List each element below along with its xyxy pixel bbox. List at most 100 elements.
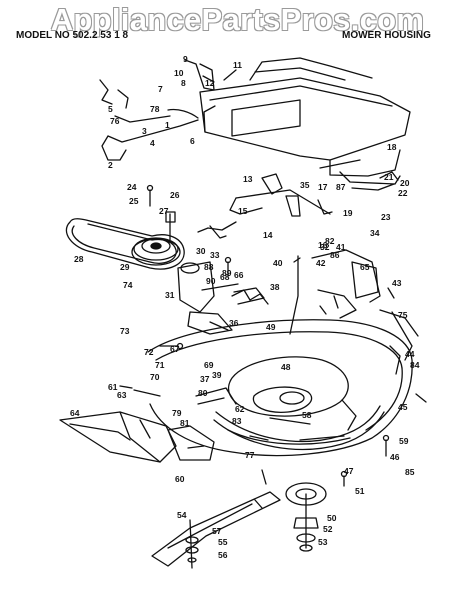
part-label-1: 1 [165, 120, 170, 130]
part-label-7: 7 [158, 84, 163, 94]
part-label-66: 66 [234, 270, 244, 280]
part-label-17: 17 [318, 182, 328, 192]
section-title: MOWER HOUSING [342, 30, 431, 41]
part-label-88: 88 [204, 262, 214, 272]
part-label-84: 84 [410, 360, 420, 370]
part-label-67: 67 [170, 344, 180, 354]
part-label-81: 81 [180, 418, 190, 428]
part-label-20: 20 [400, 178, 410, 188]
part-label-35: 35 [300, 180, 310, 190]
part-label-39: 39 [212, 370, 222, 380]
part-label-77: 77 [245, 450, 255, 460]
part-label-2: 2 [108, 160, 113, 170]
model-number: MODEL NO 502.2 53 1 8 [16, 30, 129, 41]
part-label-30: 30 [196, 246, 206, 256]
part-label-83: 83 [232, 416, 242, 426]
part-label-79: 79 [172, 408, 182, 418]
mower-deck [147, 319, 413, 457]
part-label-63: 63 [117, 390, 127, 400]
part-label-52: 52 [323, 524, 333, 534]
part-label-54: 54 [177, 510, 187, 520]
rod-assembly [197, 171, 399, 239]
part-label-14: 14 [263, 230, 273, 240]
part-label-58: 58 [302, 410, 312, 420]
part-label-71: 71 [155, 360, 165, 370]
part-label-28: 28 [74, 254, 84, 264]
part-label-12: 12 [205, 78, 215, 88]
part-label-41: 41 [336, 242, 346, 252]
part-label-61: 61 [108, 382, 118, 392]
part-label-90: 90 [206, 276, 216, 286]
part-label-57: 57 [212, 526, 222, 536]
hardware-bolts [119, 184, 427, 487]
part-label-33: 33 [210, 250, 220, 260]
part-label-6: 6 [190, 136, 195, 146]
part-label-78: 78 [150, 104, 160, 114]
part-label-42: 42 [316, 258, 326, 268]
part-label-31: 31 [165, 290, 175, 300]
part-label-75: 75 [398, 310, 408, 320]
part-label-15: 15 [238, 206, 248, 216]
blade-spindle [151, 482, 327, 569]
part-label-43: 43 [392, 278, 402, 288]
part-label-59: 59 [399, 436, 409, 446]
part-label-4: 4 [150, 138, 155, 148]
part-label-51: 51 [355, 486, 365, 496]
part-label-62: 62 [235, 404, 245, 414]
part-label-37: 37 [200, 374, 210, 384]
part-label-68: 68 [220, 272, 230, 282]
part-label-36: 36 [229, 318, 239, 328]
part-label-10: 10 [174, 68, 184, 78]
part-label-50: 50 [327, 513, 337, 523]
part-label-45: 45 [398, 402, 408, 412]
part-label-87: 87 [336, 182, 346, 192]
part-label-64: 64 [70, 408, 80, 418]
part-label-60: 60 [175, 474, 185, 484]
discharge-chute [59, 411, 177, 463]
part-label-40: 40 [273, 258, 283, 268]
part-label-80: 80 [198, 388, 208, 398]
part-number-labels: 1234567891011121314151617181920212223242… [70, 54, 420, 560]
part-label-3: 3 [142, 126, 147, 136]
part-label-19: 19 [343, 208, 353, 218]
part-label-55: 55 [218, 537, 228, 547]
part-label-18: 18 [387, 142, 397, 152]
part-label-34: 34 [370, 228, 380, 238]
part-label-13: 13 [243, 174, 253, 184]
part-label-72: 72 [144, 347, 154, 357]
part-label-65: 65 [360, 262, 370, 272]
part-label-53: 53 [318, 537, 328, 547]
part-label-47: 47 [344, 466, 354, 476]
part-label-73: 73 [120, 326, 130, 336]
part-label-86: 86 [330, 250, 340, 260]
part-label-44: 44 [405, 349, 415, 359]
right-linkage [289, 249, 419, 361]
part-label-5: 5 [108, 104, 113, 114]
watermark: AppliancePartsPros.com [50, 2, 425, 37]
part-label-24: 24 [127, 182, 137, 192]
part-label-22: 22 [398, 188, 408, 198]
part-label-46: 46 [390, 452, 400, 462]
part-label-49: 49 [266, 322, 276, 332]
part-label-26: 26 [170, 190, 180, 200]
part-label-38: 38 [270, 282, 280, 292]
part-label-32: 32 [320, 242, 330, 252]
part-label-21: 21 [384, 172, 394, 182]
part-label-23: 23 [381, 212, 391, 222]
part-label-8: 8 [181, 78, 186, 88]
part-label-11: 11 [233, 60, 242, 70]
part-label-16: 16 [318, 240, 328, 250]
part-label-74: 74 [123, 280, 133, 290]
idler-bracket [177, 261, 269, 335]
part-label-76: 76 [110, 116, 120, 126]
part-label-69: 69 [204, 360, 214, 370]
deck-rail [213, 405, 385, 450]
deck-hanger [167, 387, 345, 461]
part-label-89: 89 [222, 268, 232, 278]
part-label-48: 48 [281, 362, 291, 372]
lift-linkage [99, 59, 237, 161]
part-label-85: 85 [405, 467, 415, 477]
part-label-25: 25 [129, 196, 139, 206]
part-label-82: 82 [325, 236, 335, 246]
